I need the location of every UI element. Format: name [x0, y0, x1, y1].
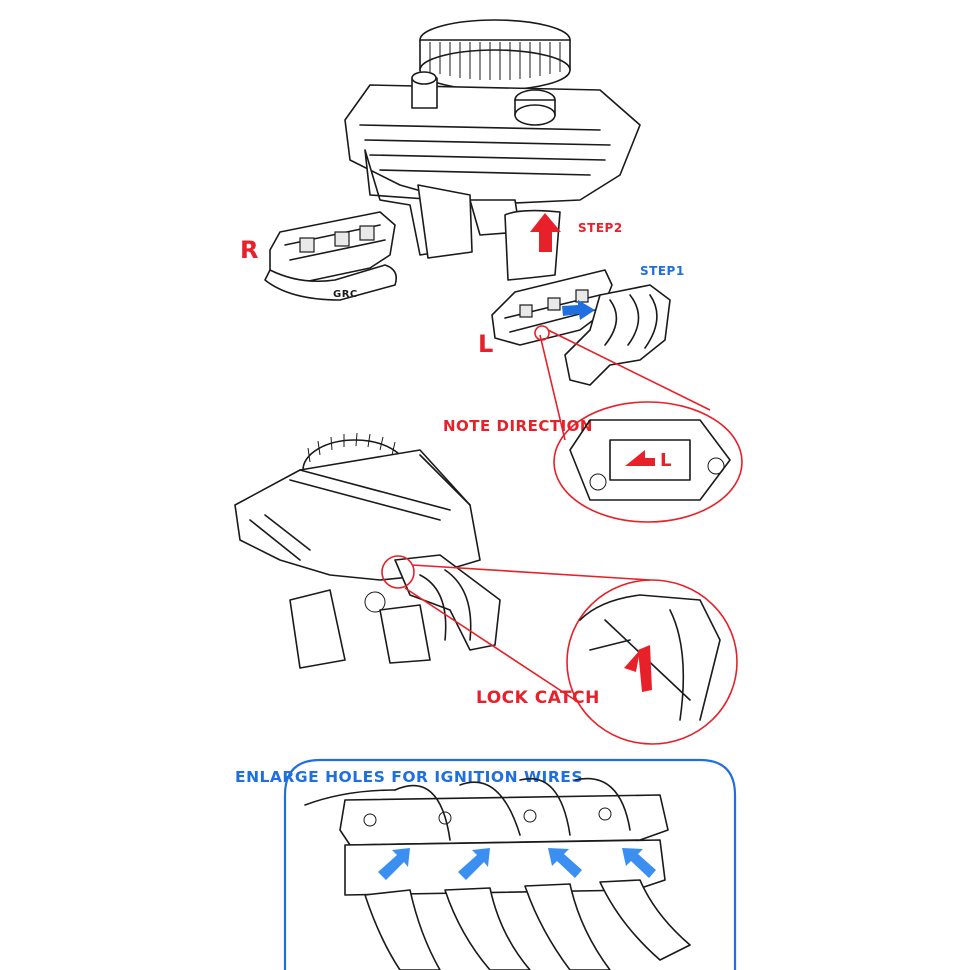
- up-arrow-icon: [530, 213, 561, 252]
- marker-l-label: L: [660, 450, 672, 471]
- engine-middle: [234, 432, 501, 669]
- lock-catch-label: LOCK CATCH: [476, 688, 600, 708]
- ignition-panel-border: [283, 758, 737, 970]
- exhaust-manifold-bottom: [304, 777, 691, 970]
- engine-top: [344, 19, 641, 281]
- note-direction-detail: L: [553, 401, 743, 523]
- bracket-right: [264, 211, 398, 301]
- brand-label: GRC: [333, 289, 358, 300]
- enlarge-holes-label: ENLARGE HOLES FOR IGNITION WIRES: [235, 768, 583, 786]
- step1-label: STEP1: [640, 264, 685, 278]
- right-arrow-icon: [562, 300, 595, 320]
- step2-label: STEP2: [578, 221, 623, 235]
- note-direction-label: NOTE DIRECTION: [443, 417, 593, 435]
- exhaust-manifold-top: [564, 284, 671, 386]
- diagonal-arrow-icon: [378, 848, 656, 880]
- lock-catch-detail: [566, 579, 738, 745]
- side-r-label: R: [240, 236, 259, 264]
- side-l-label: L: [478, 330, 494, 358]
